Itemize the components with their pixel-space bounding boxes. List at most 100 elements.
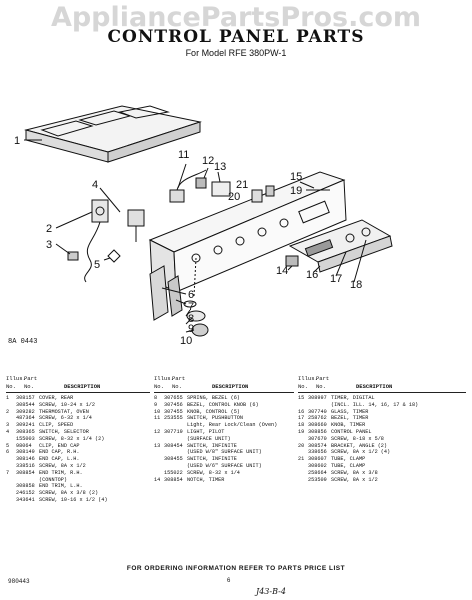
part-number: 307456 xyxy=(164,401,183,408)
illus-number: 18 xyxy=(298,422,305,429)
pilot-light-shape xyxy=(195,177,207,189)
part-description: (CONNTOP) xyxy=(39,476,68,483)
header-illus-no: No. xyxy=(298,383,308,390)
callout-10: 10 xyxy=(180,335,192,347)
part-description: KNOB, TIMER xyxy=(331,422,366,429)
callout-17: 17 xyxy=(330,273,342,285)
end-cap-clip-shape xyxy=(107,249,121,263)
part-number: 246152 xyxy=(16,490,35,497)
illus-number: 17 xyxy=(298,415,305,422)
exploded-diagram: 1 2 3 4 5 6 7 8 9 10 11 12 13 14 15 16 1… xyxy=(14,105,393,347)
angle-bracket-shape xyxy=(251,189,263,203)
ordering-info-note: FOR ORDERING INFORMATION REFER TO PARTS … xyxy=(126,565,346,572)
part-number: 308997 xyxy=(308,395,327,401)
table-row: (CONNTOP) xyxy=(6,477,150,484)
part-description: SCREW, 8A x 3/8 (2) xyxy=(39,490,99,497)
header-part: Part xyxy=(24,375,38,382)
part-number: 308146 xyxy=(16,456,35,463)
part-number: 307719 xyxy=(164,428,183,435)
part-number: 308365 xyxy=(16,428,35,435)
part-number: 308602 xyxy=(308,462,327,469)
model-subtitle: For Model RFE 380PW-1 xyxy=(185,48,287,58)
callout-4: 4 xyxy=(92,179,98,191)
header-illus: Illus. xyxy=(154,375,174,382)
part-description: TIMER, DIGITAL xyxy=(331,395,375,401)
thermostat-shape xyxy=(91,199,109,223)
callout-6: 6 xyxy=(188,289,194,301)
part-description: SCREW, 8A x 3/8 xyxy=(331,469,378,476)
control-knob-shape xyxy=(191,323,209,337)
part-description: END TRIM, L.H. xyxy=(39,483,83,490)
document-code: 980443 xyxy=(8,578,30,585)
part-description: (USED W/8" SURFACE UNIT) xyxy=(187,449,262,456)
table-row: 246152 SCREW, 8A x 3/8 (2) xyxy=(6,490,150,497)
header-illus-no: No. xyxy=(154,383,164,390)
callout-8: 8 xyxy=(188,313,194,325)
table-row: (SURFACE UNIT) xyxy=(154,436,294,443)
illus-number: 2 xyxy=(6,408,10,415)
table-row: (INCL. ILL. 14, 16, 17 & 18) xyxy=(298,402,466,409)
figure-code: 8A 0443 xyxy=(8,338,38,346)
part-description: CLIP, SPEED xyxy=(39,422,74,429)
callout-2: 2 xyxy=(46,223,52,235)
part-number: 155022 xyxy=(164,469,183,476)
callout-3: 3 xyxy=(46,239,52,251)
illus-number: 20 xyxy=(298,442,305,449)
part-description: SCREW, 10-24 x 1/2 xyxy=(39,401,96,408)
table-row: Light, Rear Lock/Clean (Oven) xyxy=(154,422,294,429)
part-number: 307670 xyxy=(308,435,327,442)
part-description: COVER, REAR xyxy=(39,395,74,401)
part-description: SCREW, 8A x 1/2 xyxy=(331,476,378,483)
part-description: (SURFACE UNIT) xyxy=(187,435,231,442)
end-cap-shape xyxy=(149,265,169,321)
illus-number: 7 xyxy=(6,469,10,476)
header-description: DESCRIPTION xyxy=(212,383,249,390)
part-number: 155003 xyxy=(16,435,35,442)
part-description: CLIP, END CAP xyxy=(39,442,80,449)
part-number: 308157 xyxy=(16,395,35,401)
pushbutton-switch-shape xyxy=(169,189,185,203)
callout-21: 21 xyxy=(236,179,248,191)
header-part-no: No. xyxy=(316,383,326,390)
part-description: SCREW, 8A x 1/2 (4) xyxy=(331,449,391,456)
part-number: 98064 xyxy=(16,442,32,449)
header-illus: Illus. xyxy=(6,375,26,382)
part-description: SWITCH, PUSHBUTTON xyxy=(187,415,244,422)
page-title: CONTROL PANEL PARTS xyxy=(107,27,365,47)
part-description: GLASS, TIMER xyxy=(331,408,369,415)
callout-11: 11 xyxy=(178,149,189,161)
part-number: 307740 xyxy=(308,408,327,415)
part-description: BEZEL, CONTROL KNOB (6) xyxy=(187,401,259,408)
header-part-no: No. xyxy=(172,383,182,390)
illus-number: 13 xyxy=(154,442,161,449)
illus-number: 6 xyxy=(6,449,10,456)
part-description: LIGHT, PILOT xyxy=(187,428,225,435)
part-number: 307655 xyxy=(164,395,183,401)
